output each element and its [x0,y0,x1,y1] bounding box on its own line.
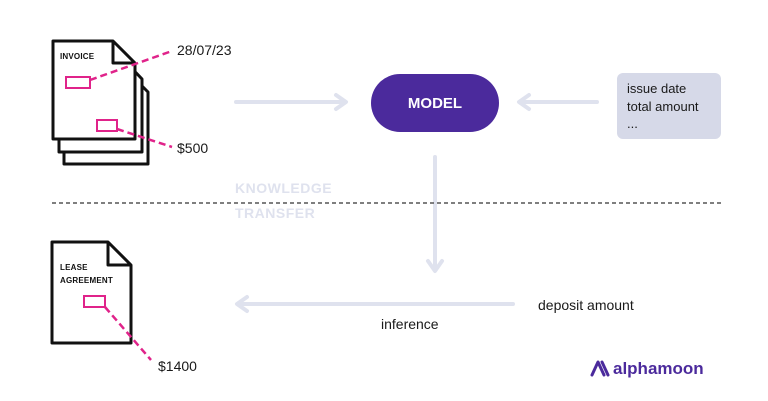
invoice-stack [51,39,150,166]
invoice-amount-value: $500 [177,140,209,156]
lease-fold [106,242,131,267]
lease-amount-value: $1400 [158,358,197,374]
deposit-amount-query: deposit amount [538,297,634,313]
invoice-sheet-front [51,39,137,141]
invoice-date-value: 28/07/23 [177,42,232,58]
knowledge-transfer-label-line1: KNOWLEDGE [235,180,333,196]
field-issue-date: issue date [627,81,687,96]
invoice-date-leader [89,49,173,82]
lease-title-line1: LEASE [60,263,88,272]
extraction-fields-box: issue date total amount ... [617,73,721,139]
model-node: MODEL [371,74,499,132]
arrow-model-down [426,155,444,273]
inference-label: inference [381,316,439,332]
knowledge-transfer-label-line2: TRANSFER [235,205,316,221]
lease-amount-highlight [83,295,106,308]
model-label: MODEL [407,94,463,112]
field-ellipsis: ... [627,116,638,131]
arrow-inference [235,295,515,313]
lease-sheet [50,240,133,345]
field-total-amount: total amount [627,99,699,114]
lease-document [50,240,133,345]
invoice-date-highlight [65,76,91,89]
arrow-from-fields [517,93,599,111]
invoice-title: INVOICE [60,52,95,61]
lease-amount-leader [104,306,152,361]
invoice-highlights [65,49,173,149]
lease-highlights [83,295,152,361]
arrow-to-model [234,93,348,111]
alphamoon-logo-icon [590,360,610,377]
invoice-amount-leader [116,127,173,149]
invoice-fold [111,41,135,65]
brand-name: alphamoon [613,359,704,378]
invoice-amount-highlight [96,119,118,132]
lease-title-line2: AGREEMENT [60,276,113,285]
